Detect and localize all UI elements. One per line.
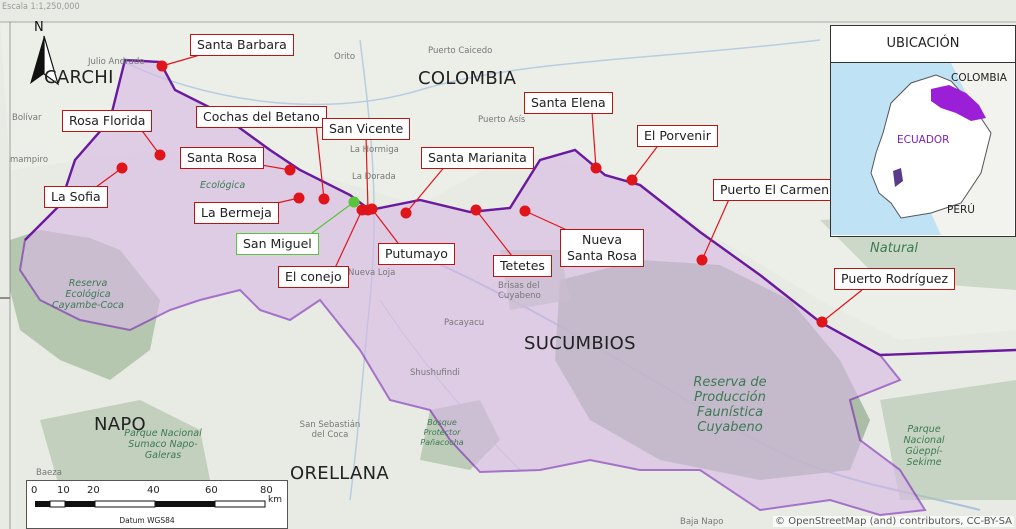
place-shushufindi: Shushufindi bbox=[410, 368, 460, 378]
leader-line bbox=[311, 201, 355, 234]
callout-puerto-rodriguez[interactable]: Puerto Rodríguez bbox=[834, 268, 956, 290]
attribution-text[interactable]: © OpenStreetMap (and) contributors, CC-B… bbox=[773, 516, 1014, 527]
location-marker[interactable] bbox=[590, 162, 602, 174]
location-marker[interactable] bbox=[696, 254, 708, 266]
callout-el-conejo[interactable]: El conejo bbox=[278, 266, 349, 288]
callout-santa-elena[interactable]: Santa Elena bbox=[524, 92, 613, 114]
place-baja-napo: Baja Napo bbox=[680, 517, 724, 527]
scale-bar-graphic bbox=[35, 500, 266, 508]
place-julio-andrade: Julio Andrade bbox=[88, 57, 145, 67]
callout-tetetes[interactable]: Tetetes bbox=[493, 255, 552, 277]
location-marker[interactable] bbox=[154, 149, 166, 161]
region-napo: NAPO bbox=[94, 414, 147, 435]
leader-line bbox=[334, 209, 363, 269]
location-marker[interactable] bbox=[356, 204, 368, 216]
callout-san-miguel[interactable]: San Miguel bbox=[236, 233, 319, 255]
reserve-panacocha: Bosque Protector Pañacocha bbox=[420, 418, 464, 447]
leader-line bbox=[371, 208, 399, 244]
place-baeza: Baeza bbox=[36, 468, 62, 478]
place-san-sebastian: San Sebastián del Coca bbox=[299, 420, 361, 440]
callout-puerto-el-carmen[interactable]: Puerto El Carmen bbox=[713, 179, 837, 201]
location-marker[interactable] bbox=[348, 196, 360, 208]
callout-rosa-florida[interactable]: Rosa Florida bbox=[62, 110, 153, 132]
callout-la-bermeja[interactable]: La Bermeja bbox=[194, 202, 279, 224]
leader-line bbox=[475, 209, 513, 257]
location-marker[interactable] bbox=[519, 205, 531, 217]
scale-text: Escala 1:1,250,000 bbox=[2, 2, 80, 12]
leader-line bbox=[315, 123, 325, 200]
scale-tick-20: 20 bbox=[87, 485, 100, 496]
reserve-sumaco: Parque Nacional Sumaco Napo-Galeras bbox=[124, 428, 202, 461]
place-la-dorada: La Dorada bbox=[352, 172, 396, 182]
reserve-cuyabeno: Reserva de Producción Faunística Cuyaben… bbox=[693, 375, 767, 435]
region-carchi: CARCHI bbox=[44, 67, 114, 88]
reserve-cayambe-coca: Reserva Ecológica Cayambe-Coca bbox=[52, 278, 124, 311]
scale-tick-60: 60 bbox=[205, 485, 218, 496]
inset-label-ecuador: ECUADOR bbox=[897, 134, 950, 146]
callout-san-vicente[interactable]: San Vicente bbox=[322, 118, 411, 140]
location-marker[interactable] bbox=[816, 316, 828, 328]
location-marker[interactable] bbox=[293, 192, 305, 204]
location-marker[interactable] bbox=[400, 207, 412, 219]
callout-nueva-santa-rosa[interactable]: Nueva Santa Rosa bbox=[560, 229, 644, 267]
location-marker[interactable] bbox=[470, 204, 482, 216]
inset-label-colombia: COLOMBIA bbox=[951, 72, 1007, 84]
callout-el-porvenir[interactable]: El Porvenir bbox=[637, 125, 718, 147]
place-mampiro: mampiro bbox=[10, 155, 49, 165]
place-brisas-del-cuyabeno: Brisas del Cuyabeno bbox=[498, 281, 541, 301]
callout-putumayo[interactable]: Putumayo bbox=[378, 243, 455, 265]
callout-santa-marianita[interactable]: Santa Marianita bbox=[421, 147, 534, 169]
location-marker[interactable] bbox=[318, 193, 330, 205]
leader-line bbox=[821, 289, 863, 323]
place-pacayacu: Pacayacu bbox=[444, 318, 485, 328]
reserve-gueppi: Parque Nacional Güeppí-Sekime bbox=[903, 424, 945, 468]
location-marker[interactable] bbox=[284, 164, 296, 176]
location-marker[interactable] bbox=[116, 162, 128, 174]
region-sucumbios: SUCUMBIOS bbox=[524, 333, 636, 354]
leader-line bbox=[405, 164, 447, 214]
reserve-natural: Natural bbox=[870, 241, 918, 256]
scale-tick-0: 0 bbox=[31, 485, 38, 496]
location-marker[interactable] bbox=[366, 203, 378, 215]
leader-line bbox=[701, 196, 731, 261]
scale-datum: Datum WGS84 bbox=[119, 516, 175, 525]
scale-bar: 0 10 20 40 60 80 km Datum WGS84 bbox=[26, 480, 288, 529]
north-label: N bbox=[34, 20, 44, 35]
callout-la-sofia[interactable]: La Sofia bbox=[44, 186, 108, 208]
callout-santa-barbara[interactable]: Santa Barbara bbox=[190, 34, 294, 56]
callout-cochas-del-betano[interactable]: Cochas del Betano bbox=[196, 106, 327, 128]
location-inset: UBICACIÓN COLOMBIA ECUADOR PERÚ bbox=[830, 25, 1016, 237]
leader-line bbox=[591, 111, 597, 169]
location-marker[interactable] bbox=[626, 174, 638, 186]
inset-map bbox=[831, 63, 1014, 235]
region-orellana: ORELLANA bbox=[290, 463, 390, 484]
place-orito: Orito bbox=[334, 52, 356, 62]
scale-tick-80: 80 bbox=[260, 485, 273, 496]
place-bolivar: Bolívar bbox=[12, 113, 42, 123]
leader-line bbox=[631, 142, 661, 181]
location-marker[interactable] bbox=[156, 60, 168, 72]
north-arrow-icon bbox=[24, 22, 64, 92]
region-colombia: COLOMBIA bbox=[418, 68, 517, 89]
place-nueva-loja: Nueva Loja bbox=[348, 268, 396, 278]
scale-tick-40: 40 bbox=[147, 485, 160, 496]
inset-title: UBICACIÓN bbox=[831, 26, 1015, 63]
place-puerto-asis: Puerto Asís bbox=[478, 115, 526, 125]
scale-unit: km bbox=[268, 495, 282, 505]
reserve-ecologica: Ecológica bbox=[200, 180, 246, 191]
inset-label-peru: PERÚ bbox=[947, 204, 975, 216]
scale-tick-10: 10 bbox=[57, 485, 70, 496]
leader-line bbox=[365, 135, 369, 211]
leader-line bbox=[139, 127, 161, 156]
place-puerto-caicedo: Puerto Caicedo bbox=[428, 46, 493, 56]
place-la-hormiga: La Hormiga bbox=[350, 145, 399, 155]
callout-santa-rosa[interactable]: Santa Rosa bbox=[180, 147, 264, 169]
